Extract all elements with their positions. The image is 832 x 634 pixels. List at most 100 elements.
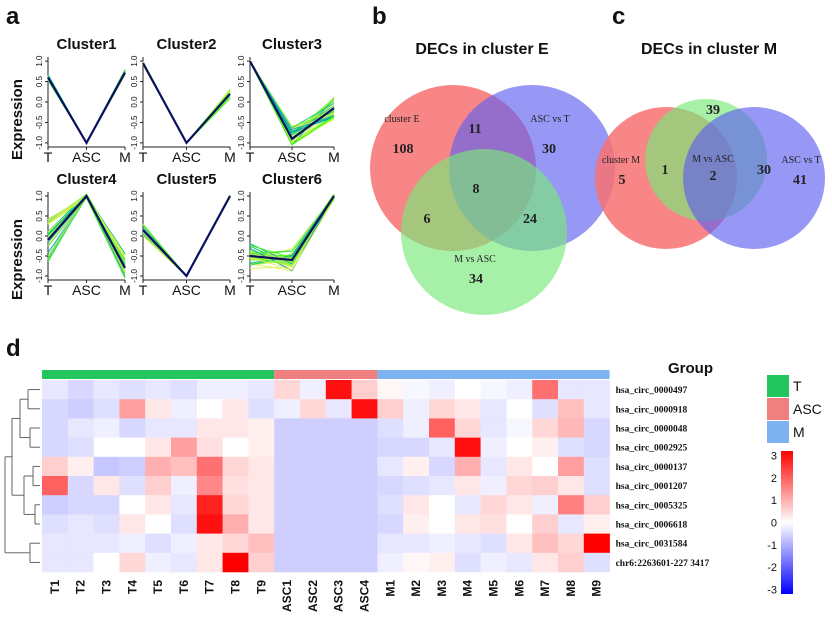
heatmap-cell: [300, 514, 327, 534]
heatmap-cell: [67, 399, 94, 419]
heatmap-cell: [583, 476, 610, 496]
heatmap-cell: [119, 476, 146, 496]
heatmap-cell: [429, 380, 456, 400]
heatmap-cell: [222, 456, 249, 477]
heatmap-cell: [351, 437, 378, 458]
heatmap-cell: [403, 399, 430, 419]
row-label: hsa_circ_0005325: [616, 501, 688, 511]
heatmap-cell: [119, 418, 146, 438]
member-line: [47, 70, 126, 144]
heatmap-cell: [351, 399, 378, 419]
heatmap-cell: [403, 495, 430, 515]
heatmap-cell: [506, 456, 533, 477]
heatmap-cell: [532, 437, 559, 458]
heatmap-cell: [119, 380, 146, 400]
member-line: [142, 196, 231, 277]
heatmap-cell: [377, 495, 404, 515]
venn-b-count-bc: 24: [523, 212, 537, 227]
heatmap-cell: [429, 418, 456, 438]
member-line: [142, 194, 231, 277]
heatmap-cell: [119, 399, 146, 419]
member-line: [142, 195, 231, 277]
heatmap-cell: [42, 552, 69, 573]
heatmap-cell: [171, 380, 198, 400]
heatmap-cell: [274, 380, 301, 400]
x-tick-label: M: [119, 282, 131, 298]
heatmap-cell: [248, 437, 275, 458]
x-tick-label: T: [44, 149, 53, 165]
heatmap-cell: [429, 476, 456, 496]
colorbar-tick-label: 3: [771, 450, 777, 462]
heatmap-cell: [351, 456, 378, 477]
heatmap-cell: [325, 399, 352, 419]
heatmap-cell: [67, 418, 94, 438]
x-tick-label: M: [328, 282, 340, 298]
heatmap-cell: [145, 552, 172, 573]
column-label: M4: [461, 580, 475, 597]
member-line: [47, 70, 126, 144]
heatmap-cell: [532, 533, 559, 554]
heatmap-cell: [583, 514, 610, 534]
heatmap-cell: [532, 476, 559, 496]
heatmap-cell: [403, 552, 430, 573]
heatmap-cell: [93, 495, 120, 515]
member-line: [47, 69, 126, 144]
column-label: M8: [564, 580, 578, 597]
venn-b-count-b: 30: [542, 142, 556, 157]
y-tick-label: 1.0: [35, 190, 44, 202]
panel-letter-d: d: [6, 335, 21, 362]
member-line: [142, 62, 231, 144]
heatmap-cell: [429, 456, 456, 477]
group-bar-asc: [274, 370, 378, 379]
heatmap-cell: [454, 456, 481, 477]
heatmap-cell: [558, 380, 585, 400]
centroid-line: [47, 194, 126, 269]
heatmap-cell: [67, 533, 94, 554]
heatmap-cell: [145, 533, 172, 554]
x-tick-label: T: [246, 149, 255, 165]
y-tick-label: -1.0: [130, 135, 139, 149]
heatmap-cell: [196, 399, 223, 419]
legend-swatch-m: [767, 421, 789, 443]
cluster-title: Cluster1: [56, 36, 116, 53]
colorbar: [781, 451, 793, 594]
heatmap-cell: [145, 399, 172, 419]
member-line: [142, 196, 231, 277]
member-line: [47, 73, 126, 144]
member-line: [47, 74, 126, 144]
heatmap-cell: [145, 476, 172, 496]
venn-b-label-m-vs-asc: M vs ASC: [454, 254, 496, 265]
heatmap-cell: [351, 514, 378, 534]
heatmap-cell: [67, 437, 94, 458]
heatmap-cell: [480, 514, 507, 534]
heatmap-cell: [532, 418, 559, 438]
heatmap-cell: [429, 514, 456, 534]
heatmap-cell: [171, 399, 198, 419]
column-label: T1: [48, 580, 62, 594]
row-label: chr6:2263601-227 3417: [616, 559, 710, 569]
member-line: [47, 194, 126, 272]
cluster-line-charts: Expression Expression Cluster11.00.50.0-…: [9, 36, 340, 300]
cluster-title: Cluster5: [156, 171, 216, 188]
y-tick-label: 0.5: [130, 75, 139, 87]
heatmap-cell: [300, 552, 327, 573]
y-tick-label: 0.5: [237, 210, 246, 222]
x-tick-label: T: [246, 282, 255, 298]
heatmap-cell: [145, 380, 172, 400]
member-line: [142, 195, 231, 277]
member-line: [142, 195, 231, 277]
centroid-line: [142, 195, 231, 278]
x-tick-label: T: [139, 149, 148, 165]
heatmap-cell: [532, 380, 559, 400]
y-tick-label: -0.5: [237, 249, 246, 263]
heatmap-cell: [300, 456, 327, 477]
cluster-title: Cluster2: [156, 36, 216, 53]
heatmap-cell: [377, 552, 404, 573]
heatmap-cell: [119, 456, 146, 477]
member-line: [47, 73, 126, 144]
member-line: [142, 63, 231, 144]
y-tick-label: 0.0: [130, 96, 139, 108]
heatmap-cell: [583, 456, 610, 477]
heatmap-cell: [93, 456, 120, 477]
heatmap-cell: [145, 495, 172, 515]
